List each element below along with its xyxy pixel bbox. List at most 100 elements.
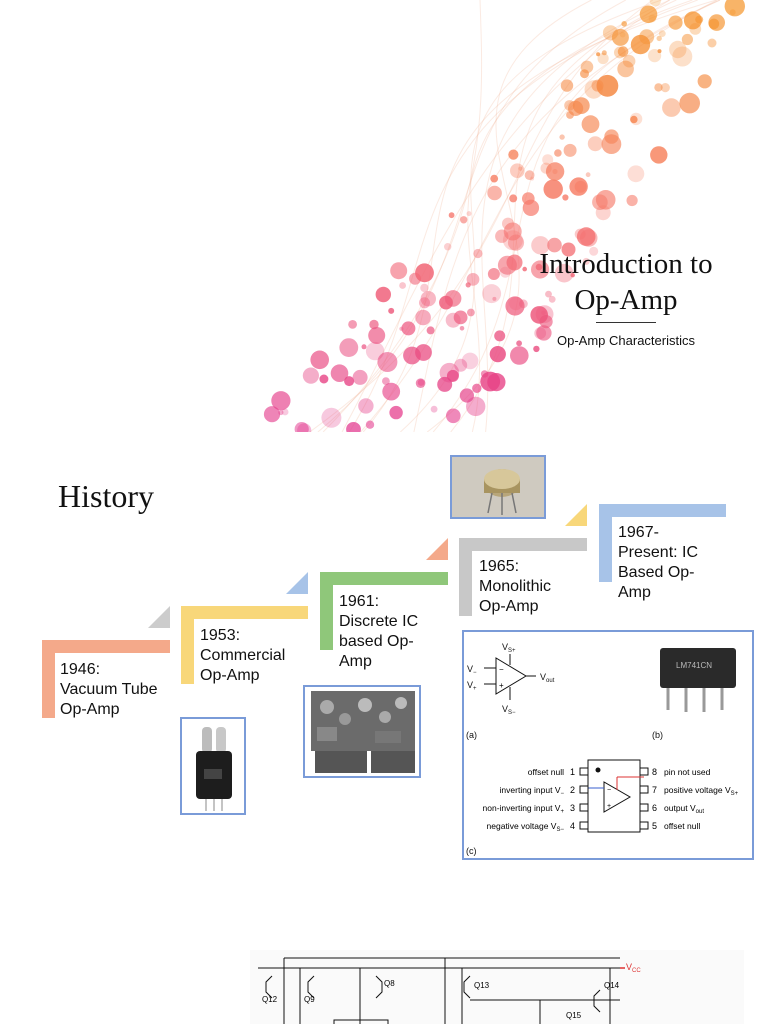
- bokeh-dot: [545, 162, 565, 181]
- bokeh-dot: [310, 350, 330, 370]
- bokeh-dot: [459, 326, 465, 331]
- bokeh-dot: [582, 257, 590, 265]
- bokeh-dot: [505, 296, 525, 316]
- bokeh-dot: [601, 134, 622, 155]
- slide-title-line2: Op-Amp: [574, 284, 678, 316]
- bokeh-dot: [502, 217, 514, 230]
- bokeh-dot: [648, 49, 662, 63]
- pin-number-right: 5: [652, 821, 657, 831]
- timeline-desc: Monolithic Op-Amp: [479, 578, 552, 615]
- chip-marking: LM741CN: [676, 661, 712, 670]
- bokeh-dot: [601, 50, 607, 56]
- timeline-triangle-1965: [565, 504, 587, 526]
- bokeh-dot: [669, 40, 687, 59]
- bokeh-dot: [563, 143, 577, 157]
- pin-label-right: pin not used: [664, 767, 711, 777]
- opamp-symbol-pinout-panel: − + VS+ VS− V− V+ Vout (a) LM741CN (b) −: [462, 630, 754, 860]
- vsp-label: VS+: [502, 642, 516, 654]
- pin-box-right: [639, 803, 649, 812]
- bokeh-dot: [278, 409, 284, 416]
- decorative-curve: [481, 0, 670, 432]
- bokeh-dot: [621, 21, 627, 27]
- pin-number-right: 8: [652, 767, 657, 777]
- timeline-year: 1965:: [479, 558, 520, 575]
- bokeh-dot: [597, 52, 609, 65]
- timeline-step-1946: [42, 640, 170, 718]
- pin-box-right: [639, 821, 649, 830]
- decorative-curve: [348, 0, 698, 432]
- bokeh-dot: [467, 308, 475, 317]
- pin-number-left: 2: [570, 785, 575, 795]
- bokeh-dot: [294, 422, 309, 432]
- pin-label-right: positive voltage VS+: [664, 785, 739, 797]
- bokeh-dot: [531, 236, 550, 255]
- bokeh-dot: [480, 370, 489, 378]
- bokeh-dot: [580, 60, 594, 74]
- bokeh-dot: [724, 0, 745, 17]
- q8-label: Q8: [384, 979, 395, 988]
- bokeh-dot: [516, 340, 522, 347]
- metal-can-image: [452, 457, 544, 517]
- bokeh-dot: [639, 29, 655, 45]
- bokeh-dot: [654, 83, 663, 92]
- bokeh-dot: [365, 420, 375, 429]
- pin-label-left: negative voltage VS−: [487, 821, 565, 833]
- bokeh-dot: [330, 364, 349, 383]
- q13-label: Q13: [474, 981, 490, 990]
- bokeh-dot: [672, 46, 693, 67]
- bokeh-dot: [591, 79, 604, 92]
- bokeh-dot: [466, 396, 486, 417]
- slide-title: Introduction to Op-Amp: [520, 246, 732, 318]
- opamp-schematic: VCC Q12 Q9 Q8 Q13 Q14 Q15: [250, 950, 744, 1024]
- bokeh-dot: [626, 194, 638, 207]
- bokeh-dot: [627, 165, 645, 183]
- bokeh-dot: [382, 382, 401, 401]
- bokeh-dot: [302, 367, 319, 384]
- bokeh-dot: [399, 282, 406, 289]
- timeline-step-1965: [459, 538, 587, 616]
- bokeh-dot: [596, 52, 601, 57]
- bokeh-dot: [352, 369, 368, 385]
- bokeh-dot: [617, 60, 634, 78]
- bokeh-dot: [492, 296, 497, 301]
- bokeh-dot: [506, 254, 523, 271]
- bokeh-dot: [570, 273, 575, 278]
- q12-label: Q12: [262, 995, 278, 1004]
- bokeh-decoration: [263, 0, 745, 432]
- bokeh-dot: [454, 358, 468, 372]
- timeline-steps: [42, 504, 726, 718]
- bokeh-dot: [547, 237, 562, 253]
- pin-box-left: [579, 767, 589, 776]
- bokeh-dot: [487, 185, 502, 201]
- bokeh-dot: [518, 166, 523, 171]
- bokeh-dot: [508, 149, 519, 160]
- label-b: (b): [652, 730, 663, 740]
- bokeh-dot: [683, 11, 702, 30]
- bokeh-dot: [519, 299, 528, 309]
- svg-text:−: −: [499, 665, 504, 674]
- discrete-opamp-photo: [303, 685, 421, 778]
- bokeh-dot: [535, 263, 543, 271]
- bokeh-dot: [461, 352, 479, 370]
- svg-text:+: +: [499, 681, 504, 690]
- bokeh-dot: [522, 199, 540, 216]
- pin-box-left: [579, 803, 589, 812]
- bokeh-dot: [630, 115, 638, 124]
- pin-number-left: 3: [570, 803, 575, 813]
- label-c: (c): [466, 846, 477, 856]
- bokeh-dot: [263, 406, 281, 423]
- bokeh-dot: [446, 369, 459, 382]
- bokeh-dot: [530, 176, 535, 181]
- bokeh-dot: [554, 263, 574, 283]
- bokeh-dot: [617, 46, 629, 57]
- bokeh-dot: [415, 344, 432, 361]
- timeline-desc: Commercial Op-Amp: [200, 647, 286, 684]
- bokeh-dot: [426, 326, 435, 335]
- bokeh-dot: [495, 229, 509, 243]
- bokeh-dot: [545, 290, 552, 298]
- bokeh-dot: [465, 282, 471, 288]
- q14-label: Q14: [604, 981, 620, 990]
- bokeh-dot: [466, 211, 472, 217]
- pin-label-right: offset null: [664, 821, 700, 831]
